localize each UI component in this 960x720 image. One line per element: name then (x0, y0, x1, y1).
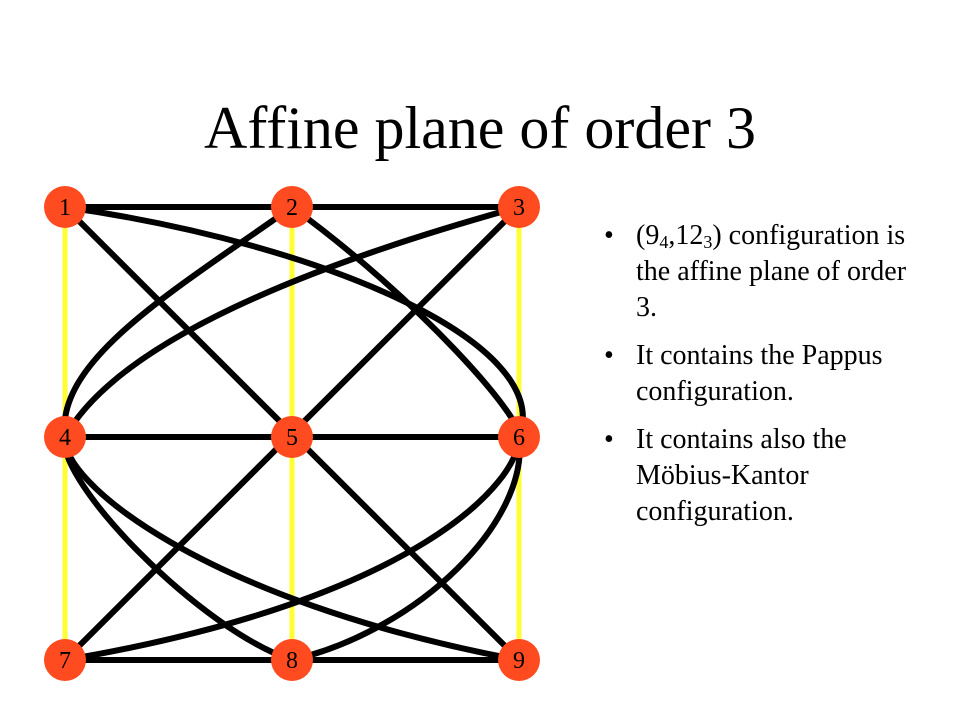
point-marker (271, 186, 313, 228)
bullet-item: It contains also the Möbius-Kantor confi… (604, 422, 934, 530)
point-label: 4 (59, 425, 71, 451)
subscript-text: 4 (659, 232, 669, 252)
point-2: 2 (271, 186, 313, 228)
point-9: 9 (498, 639, 540, 681)
point-label: 5 (286, 425, 298, 451)
point-marker (44, 186, 86, 228)
bullet-text: It contains the Pappus configuration. (636, 340, 883, 407)
bullet-item: It contains the Pappus configuration. (604, 338, 934, 410)
bullet-text: ) configuration is the affine plane of o… (636, 220, 907, 323)
point-marker (271, 416, 313, 458)
line-3-4-8 (61, 204, 522, 663)
bullet-list: (94,123) configuration is the affine pla… (604, 218, 934, 542)
bullet-text: It contains also the Möbius-Kantor confi… (636, 424, 847, 527)
page-title: Affine plane of order 3 (203, 95, 756, 161)
point-marker (44, 416, 86, 458)
bullet-item: (94,123) configuration is the affine pla… (604, 218, 934, 326)
point-marker (271, 639, 313, 681)
point-1: 1 (44, 186, 86, 228)
point-marker (44, 639, 86, 681)
point-label: 7 (59, 648, 71, 674)
point-4: 4 (44, 416, 86, 458)
point-8: 8 (271, 639, 313, 681)
point-5: 5 (271, 416, 313, 458)
subscript-text: 3 (703, 232, 713, 252)
point-marker (498, 416, 540, 458)
point-marker (498, 639, 540, 681)
bullet-text: (9 (636, 220, 660, 251)
point-label: 2 (286, 195, 298, 221)
point-label: 8 (286, 648, 298, 674)
point-label: 1 (59, 195, 71, 221)
point-label: 9 (513, 648, 525, 674)
bullet-text: ,12 (668, 220, 704, 251)
point-label: 3 (513, 195, 525, 221)
point-6: 6 (498, 416, 540, 458)
point-3: 3 (498, 186, 540, 228)
point-label: 6 (513, 425, 525, 451)
point-marker (498, 186, 540, 228)
point-7: 7 (44, 639, 86, 681)
